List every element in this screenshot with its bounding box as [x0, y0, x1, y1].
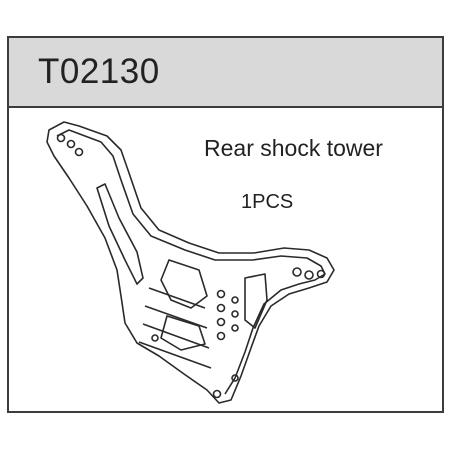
rib-line: [138, 341, 212, 369]
shock-hole: [231, 310, 239, 318]
tower-inner-edge: [56, 129, 326, 395]
part-number: T02130: [38, 52, 160, 91]
mount-hole: [316, 269, 326, 279]
mount-hole: [66, 139, 76, 149]
shock-hole: [216, 289, 226, 299]
part-description: Rear shock tower: [204, 135, 383, 161]
rear-shock-tower-drawing: [46, 121, 335, 404]
rib-line: [144, 305, 208, 329]
part-card: T02130 Rear shock tower 1PCS: [7, 36, 444, 413]
rib-line: [148, 287, 206, 309]
mount-hole: [231, 374, 239, 382]
tower-outline: [46, 121, 335, 404]
part-header: T02130: [9, 38, 442, 108]
shock-hole: [216, 303, 226, 313]
mount-hole: [212, 389, 222, 399]
shock-hole: [231, 296, 239, 304]
part-quantity: 1PCS: [241, 191, 294, 213]
rib-line: [142, 323, 210, 349]
body-cutout: [244, 273, 268, 329]
mount-hole: [151, 334, 159, 342]
mount-hole: [74, 147, 84, 157]
mount-hole: [304, 270, 314, 280]
upright-slot: [96, 183, 144, 285]
mount-hole: [292, 267, 302, 277]
shock-hole: [216, 317, 226, 327]
body-cutout: [160, 315, 206, 351]
shock-hole: [216, 331, 226, 341]
mount-hole: [56, 133, 66, 143]
body-cutout: [160, 259, 208, 309]
shock-hole: [231, 324, 239, 332]
